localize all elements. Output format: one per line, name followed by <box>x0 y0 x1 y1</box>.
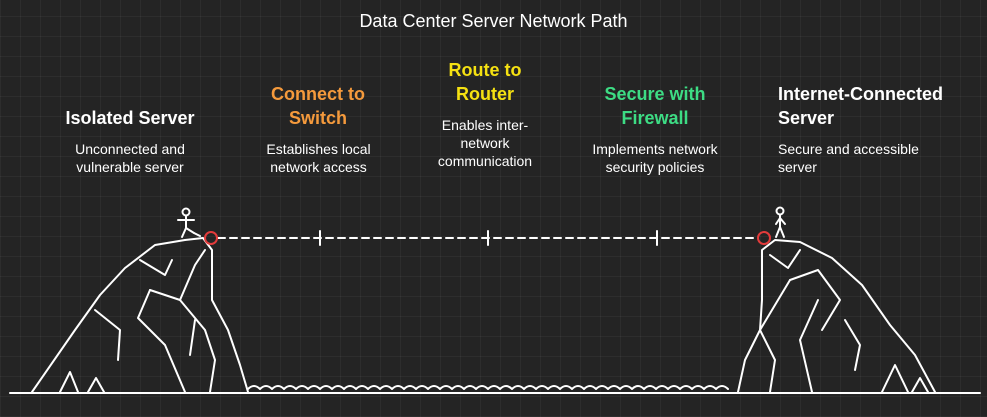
stage-label: Secure with Firewall <box>604 84 706 128</box>
stage-label: Connect to Switch <box>271 84 365 128</box>
stage-connect-to-switch: Connect to Switch Establishes local netw… <box>248 82 388 176</box>
stage-label: Internet-Connected Server <box>778 84 944 128</box>
stage-isolated-server: Isolated Server Unconnected and vulnerab… <box>50 106 210 176</box>
stick-figure-icon <box>775 206 786 238</box>
stage-label: Isolated Server <box>65 108 195 128</box>
circle-marker-icon <box>757 231 771 245</box>
stage-route-to-router: Route to Router Enables inter-network co… <box>420 58 550 170</box>
stage-label: Route to Router <box>448 60 522 104</box>
stage-description: Enables inter-network communication <box>437 117 533 169</box>
circle-marker-icon <box>204 231 218 245</box>
water-waves <box>247 385 729 390</box>
stage-description: Implements network security policies <box>592 141 718 175</box>
diagram-title: Data Center Server Network Path <box>359 11 628 31</box>
stick-figure-icon <box>177 207 201 238</box>
left-cliff <box>31 237 249 393</box>
stage-description: Secure and accessible server <box>778 141 919 175</box>
stage-secure-with-firewall: Secure with Firewall Implements network … <box>575 82 735 176</box>
stage-description: Unconnected and vulnerable server <box>75 141 185 175</box>
right-cliff <box>737 239 936 393</box>
stage-description: Establishes local network access <box>266 141 371 175</box>
stage-internet-connected-server: Internet-Connected Server Secure and acc… <box>778 82 958 176</box>
